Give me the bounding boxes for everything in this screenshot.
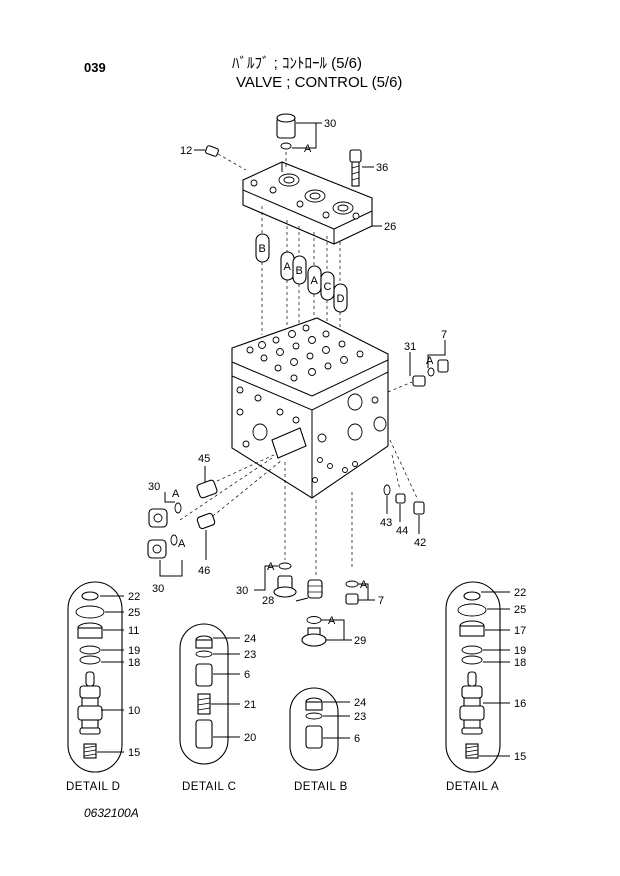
callout-46: 46	[198, 565, 210, 577]
svg-text:18: 18	[514, 657, 526, 669]
title-english: VALVE ; CONTROL (5/6)	[236, 74, 403, 91]
o-ring-43	[383, 484, 391, 514]
plug-30-left-1	[148, 492, 182, 528]
callout-43: 43	[380, 517, 392, 529]
detail-d-label: DETAIL D	[66, 781, 120, 793]
callout-36: 36	[376, 162, 388, 174]
callout-a-left1: A	[172, 488, 180, 500]
oval-label-b-2: B	[292, 255, 307, 285]
callout-a-bottom3: A	[328, 615, 336, 627]
callout-labels: 30 A 12 36 26 7 31 A 45 30 A A 30 46 43 …	[148, 118, 447, 647]
detail-c-numbers: 24 23 6 21 20	[244, 633, 256, 744]
plug-28	[295, 579, 323, 602]
svg-text:A: A	[284, 261, 292, 273]
svg-text:21: 21	[244, 699, 256, 711]
callout-a-top: A	[304, 143, 312, 155]
callout-30-left: 30	[148, 481, 160, 493]
callout-30-bottom: 30	[236, 585, 248, 597]
svg-text:19: 19	[514, 645, 526, 657]
svg-text:15: 15	[514, 751, 526, 763]
svg-text:18: 18	[128, 657, 140, 669]
callout-29: 29	[354, 635, 366, 647]
callout-44: 44	[396, 525, 408, 537]
svg-text:B: B	[296, 265, 303, 277]
svg-text:C: C	[324, 281, 332, 293]
detail-b-label: DETAIL B	[294, 781, 348, 793]
detail-d	[67, 581, 124, 773]
detail-c-label: DETAIL C	[182, 781, 236, 793]
plug-12	[194, 145, 247, 171]
svg-text:A: A	[311, 275, 319, 287]
svg-text:19: 19	[128, 645, 140, 657]
svg-text:24: 24	[354, 697, 366, 709]
valve-body	[231, 317, 389, 499]
svg-text:25: 25	[514, 604, 526, 616]
callout-7-bottom: 7	[378, 595, 384, 607]
svg-text:D: D	[337, 293, 345, 305]
callout-a-left2: A	[178, 538, 186, 550]
svg-text:23: 23	[354, 711, 366, 723]
svg-text:6: 6	[354, 733, 360, 745]
svg-text:22: 22	[128, 591, 140, 603]
detail-c	[179, 623, 240, 765]
callout-42: 42	[414, 537, 426, 549]
plug-46	[196, 512, 216, 560]
plug-42	[413, 501, 425, 534]
cover-plate	[242, 161, 373, 245]
svg-text:22: 22	[514, 587, 526, 599]
callout-28: 28	[262, 595, 274, 607]
title-japanese: ﾊﾞﾙﾌﾞ ; ｺﾝﾄﾛｰﾙ (5/6)	[232, 55, 363, 72]
callout-26: 26	[384, 221, 396, 233]
svg-text:20: 20	[244, 732, 256, 744]
callout-30-top: 30	[324, 118, 336, 130]
svg-text:6: 6	[244, 669, 250, 681]
svg-text:25: 25	[128, 607, 140, 619]
plug-44	[395, 493, 406, 522]
svg-text:B: B	[259, 243, 266, 255]
page-number: 039	[84, 60, 106, 75]
oval-label-a-2: A	[307, 265, 322, 295]
svg-text:10: 10	[128, 705, 140, 717]
plug-30-top	[276, 113, 322, 168]
svg-text:24: 24	[244, 633, 256, 645]
oval-label-a-1: A	[280, 251, 295, 281]
detail-a-label: DETAIL A	[446, 781, 499, 793]
callout-7-right: 7	[441, 329, 447, 341]
spool-insert	[179, 381, 419, 578]
oval-label-b-1: B	[255, 233, 270, 263]
detail-d-numbers: 22 25 11 19 18 10 15	[128, 591, 140, 759]
callout-30-left2: 30	[152, 583, 164, 595]
svg-text:11: 11	[128, 625, 139, 637]
callout-a-right: A	[426, 355, 434, 367]
detail-a	[445, 581, 510, 773]
detail-b-numbers: 24 23 6	[354, 697, 366, 745]
oval-label-d: D	[333, 283, 348, 313]
callout-31: 31	[404, 341, 416, 353]
plug-29	[301, 616, 352, 647]
svg-text:17: 17	[514, 625, 526, 637]
detail-a-numbers: 22 25 17 19 18 16 15	[514, 587, 526, 763]
svg-text:15: 15	[128, 747, 140, 759]
drawing-number: 0632100A	[84, 806, 139, 820]
plug-31-7-right	[409, 340, 449, 387]
plug-30-bottom	[254, 562, 297, 598]
detail-b	[289, 687, 350, 771]
plug-7-bottom	[345, 580, 375, 605]
svg-text:23: 23	[244, 649, 256, 661]
callout-45: 45	[198, 453, 210, 465]
svg-text:16: 16	[514, 698, 526, 710]
callout-12: 12	[180, 145, 192, 157]
oval-label-c: C	[320, 271, 335, 301]
bolt-36	[349, 149, 374, 187]
plug-45	[196, 466, 218, 499]
callout-a-bottom: A	[267, 561, 275, 573]
plug-30-left-2	[147, 534, 183, 577]
callout-a-bottom2: A	[360, 579, 368, 591]
